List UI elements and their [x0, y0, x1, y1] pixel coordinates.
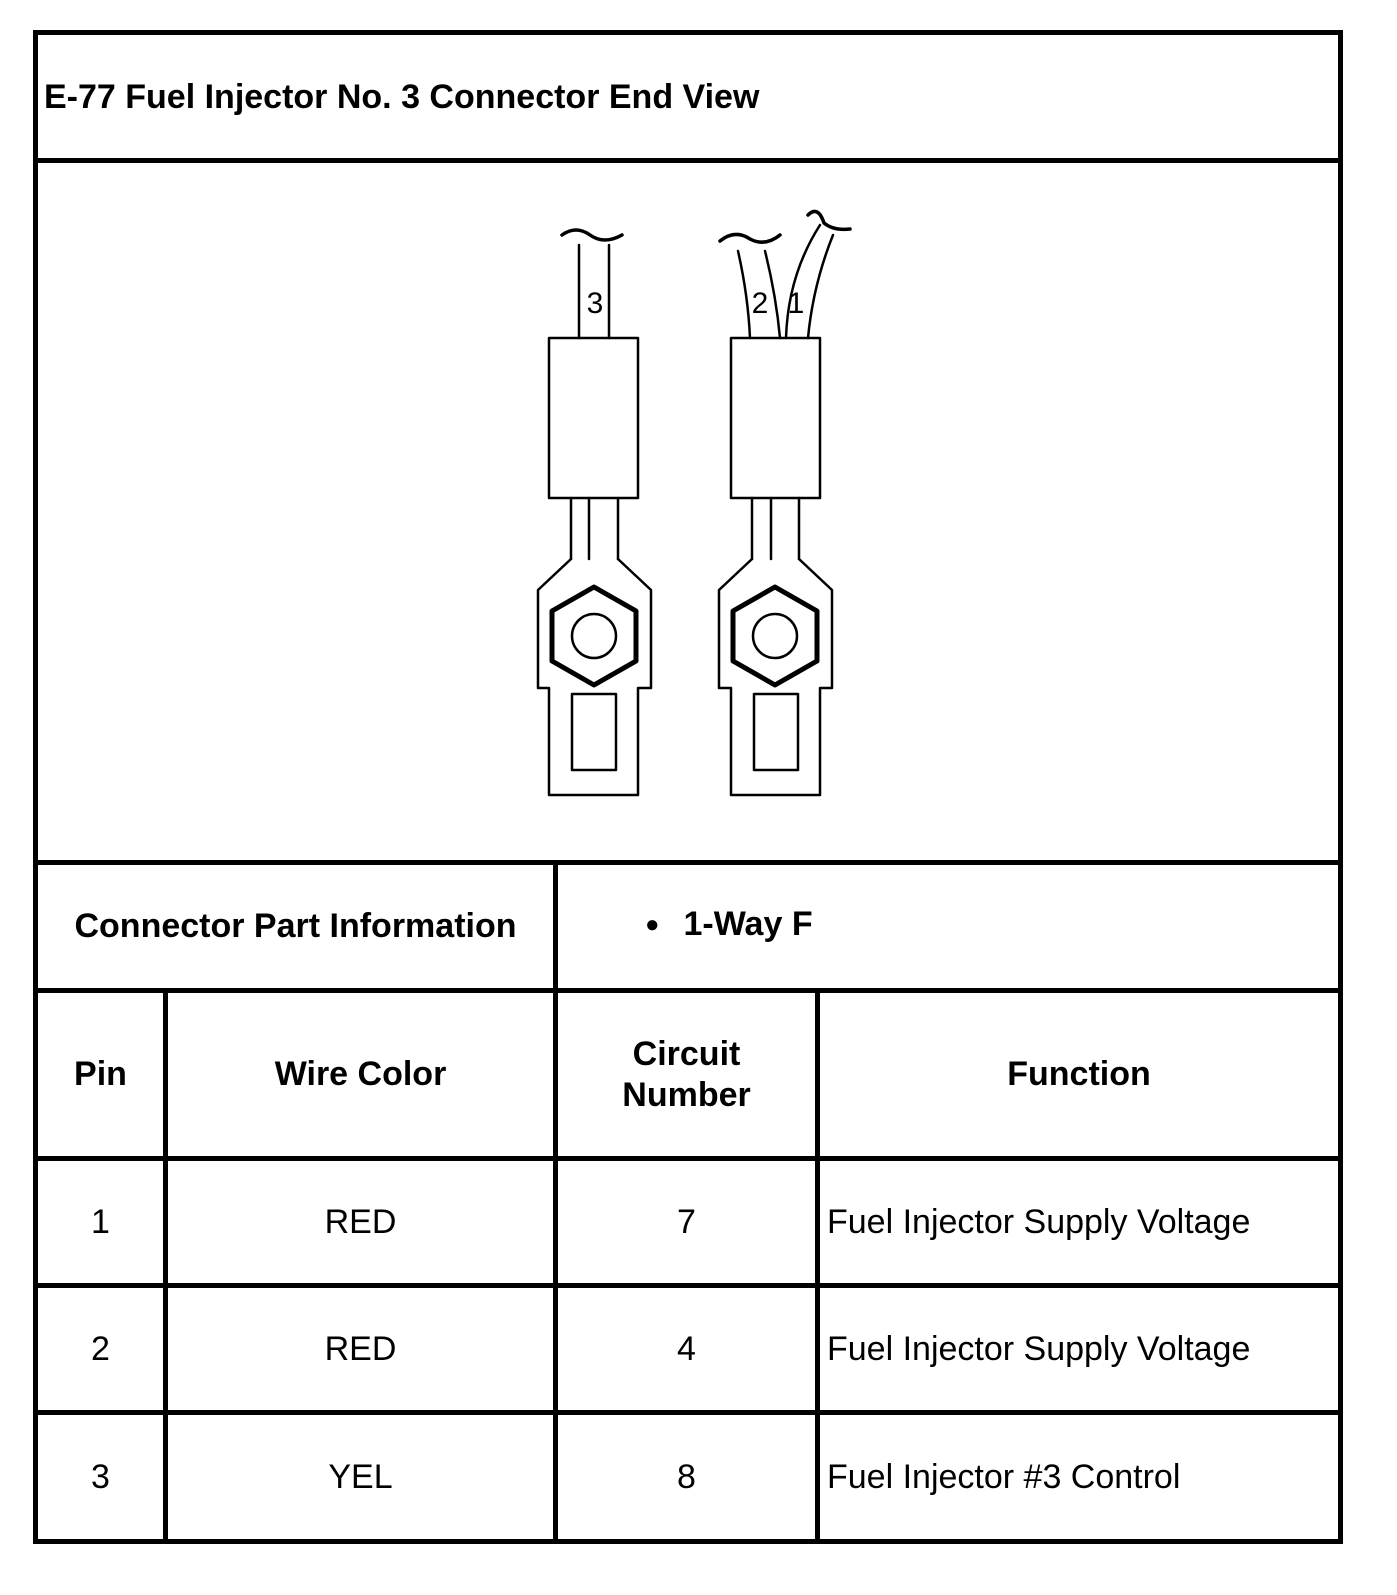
header-circuit-line2: Number — [622, 1075, 751, 1114]
terminal-left — [536, 228, 653, 797]
terminal-left-sleeve — [547, 336, 640, 500]
table-row-1-circuit: 7 — [677, 1202, 696, 1241]
terminal-right-sleeve — [729, 336, 822, 500]
header-circuit-line1: Circuit — [632, 1034, 741, 1073]
header-pin: Pin — [74, 1055, 127, 1093]
divider-part-info — [33, 988, 1343, 993]
bullet-icon: ● — [645, 910, 660, 938]
divider-row-2 — [33, 1410, 1343, 1415]
wire-2-right-edge — [763, 249, 782, 340]
wire-2-left-edge — [736, 249, 752, 340]
table-row-3-wire-color: YEL — [328, 1457, 393, 1496]
table-row-2-circuit: 4 — [677, 1329, 696, 1368]
wire-label-2: 2 — [752, 287, 769, 320]
table-row-1-pin: 1 — [91, 1202, 110, 1241]
header-wire-color: Wire Color — [274, 1055, 447, 1093]
table-row-3-function: Fuel Injector #3 Control — [827, 1457, 1181, 1496]
table-row-3-circuit: 8 — [677, 1457, 696, 1496]
wire-label-1: 1 — [788, 287, 805, 320]
terminal-right-tab-slot — [752, 692, 800, 772]
terminal-right — [717, 209, 852, 797]
wire-1-left-edge — [784, 223, 822, 340]
divider-row-1 — [33, 1283, 1343, 1288]
part-info-list-item: ● 1-Way F — [645, 905, 813, 944]
wire-1-right-edge — [806, 233, 835, 340]
terminal-left-ring-body — [536, 557, 653, 797]
table-row-2-wire-color: RED — [324, 1329, 397, 1368]
wire-break-mark — [806, 209, 852, 232]
terminal-right-ring-body — [717, 557, 834, 797]
part-info-value: 1-Way F — [683, 905, 813, 943]
divider-col-1 — [163, 988, 168, 1544]
terminal-left-hex-nut — [549, 584, 639, 688]
connector-diagram: 3 2 1 — [38, 165, 1338, 862]
header-circuit-number: Circuit Number — [558, 993, 815, 1156]
divider-title — [33, 158, 1343, 163]
part-info-label: Connector Part Information — [74, 907, 517, 945]
divider-col-3 — [815, 988, 820, 1544]
divider-diagram — [33, 860, 1343, 865]
wire-label-3: 3 — [587, 287, 604, 320]
terminal-left-hole — [570, 612, 618, 660]
header-function: Function — [1007, 1055, 1151, 1093]
table-row-2-pin: 2 — [91, 1329, 110, 1368]
page-title: E-77 Fuel Injector No. 3 Connector End V… — [44, 78, 760, 116]
terminal-right-hole — [751, 612, 799, 660]
wire-break-mark — [560, 228, 624, 242]
terminal-right-hex-nut — [730, 584, 820, 688]
table-row-2-function: Fuel Injector Supply Voltage — [827, 1329, 1251, 1368]
divider-header — [33, 1156, 1343, 1161]
divider-col-2 — [553, 860, 558, 1544]
connector-table-frame — [33, 30, 1343, 1544]
table-row-1-function: Fuel Injector Supply Voltage — [827, 1202, 1251, 1241]
wire-break-mark — [718, 232, 782, 244]
table-row-1-wire-color: RED — [324, 1202, 397, 1241]
terminal-left-tab-slot — [570, 692, 618, 772]
connector-end-view-drawing: 3 2 1 — [536, 209, 852, 797]
table-row-3-pin: 3 — [91, 1457, 110, 1496]
